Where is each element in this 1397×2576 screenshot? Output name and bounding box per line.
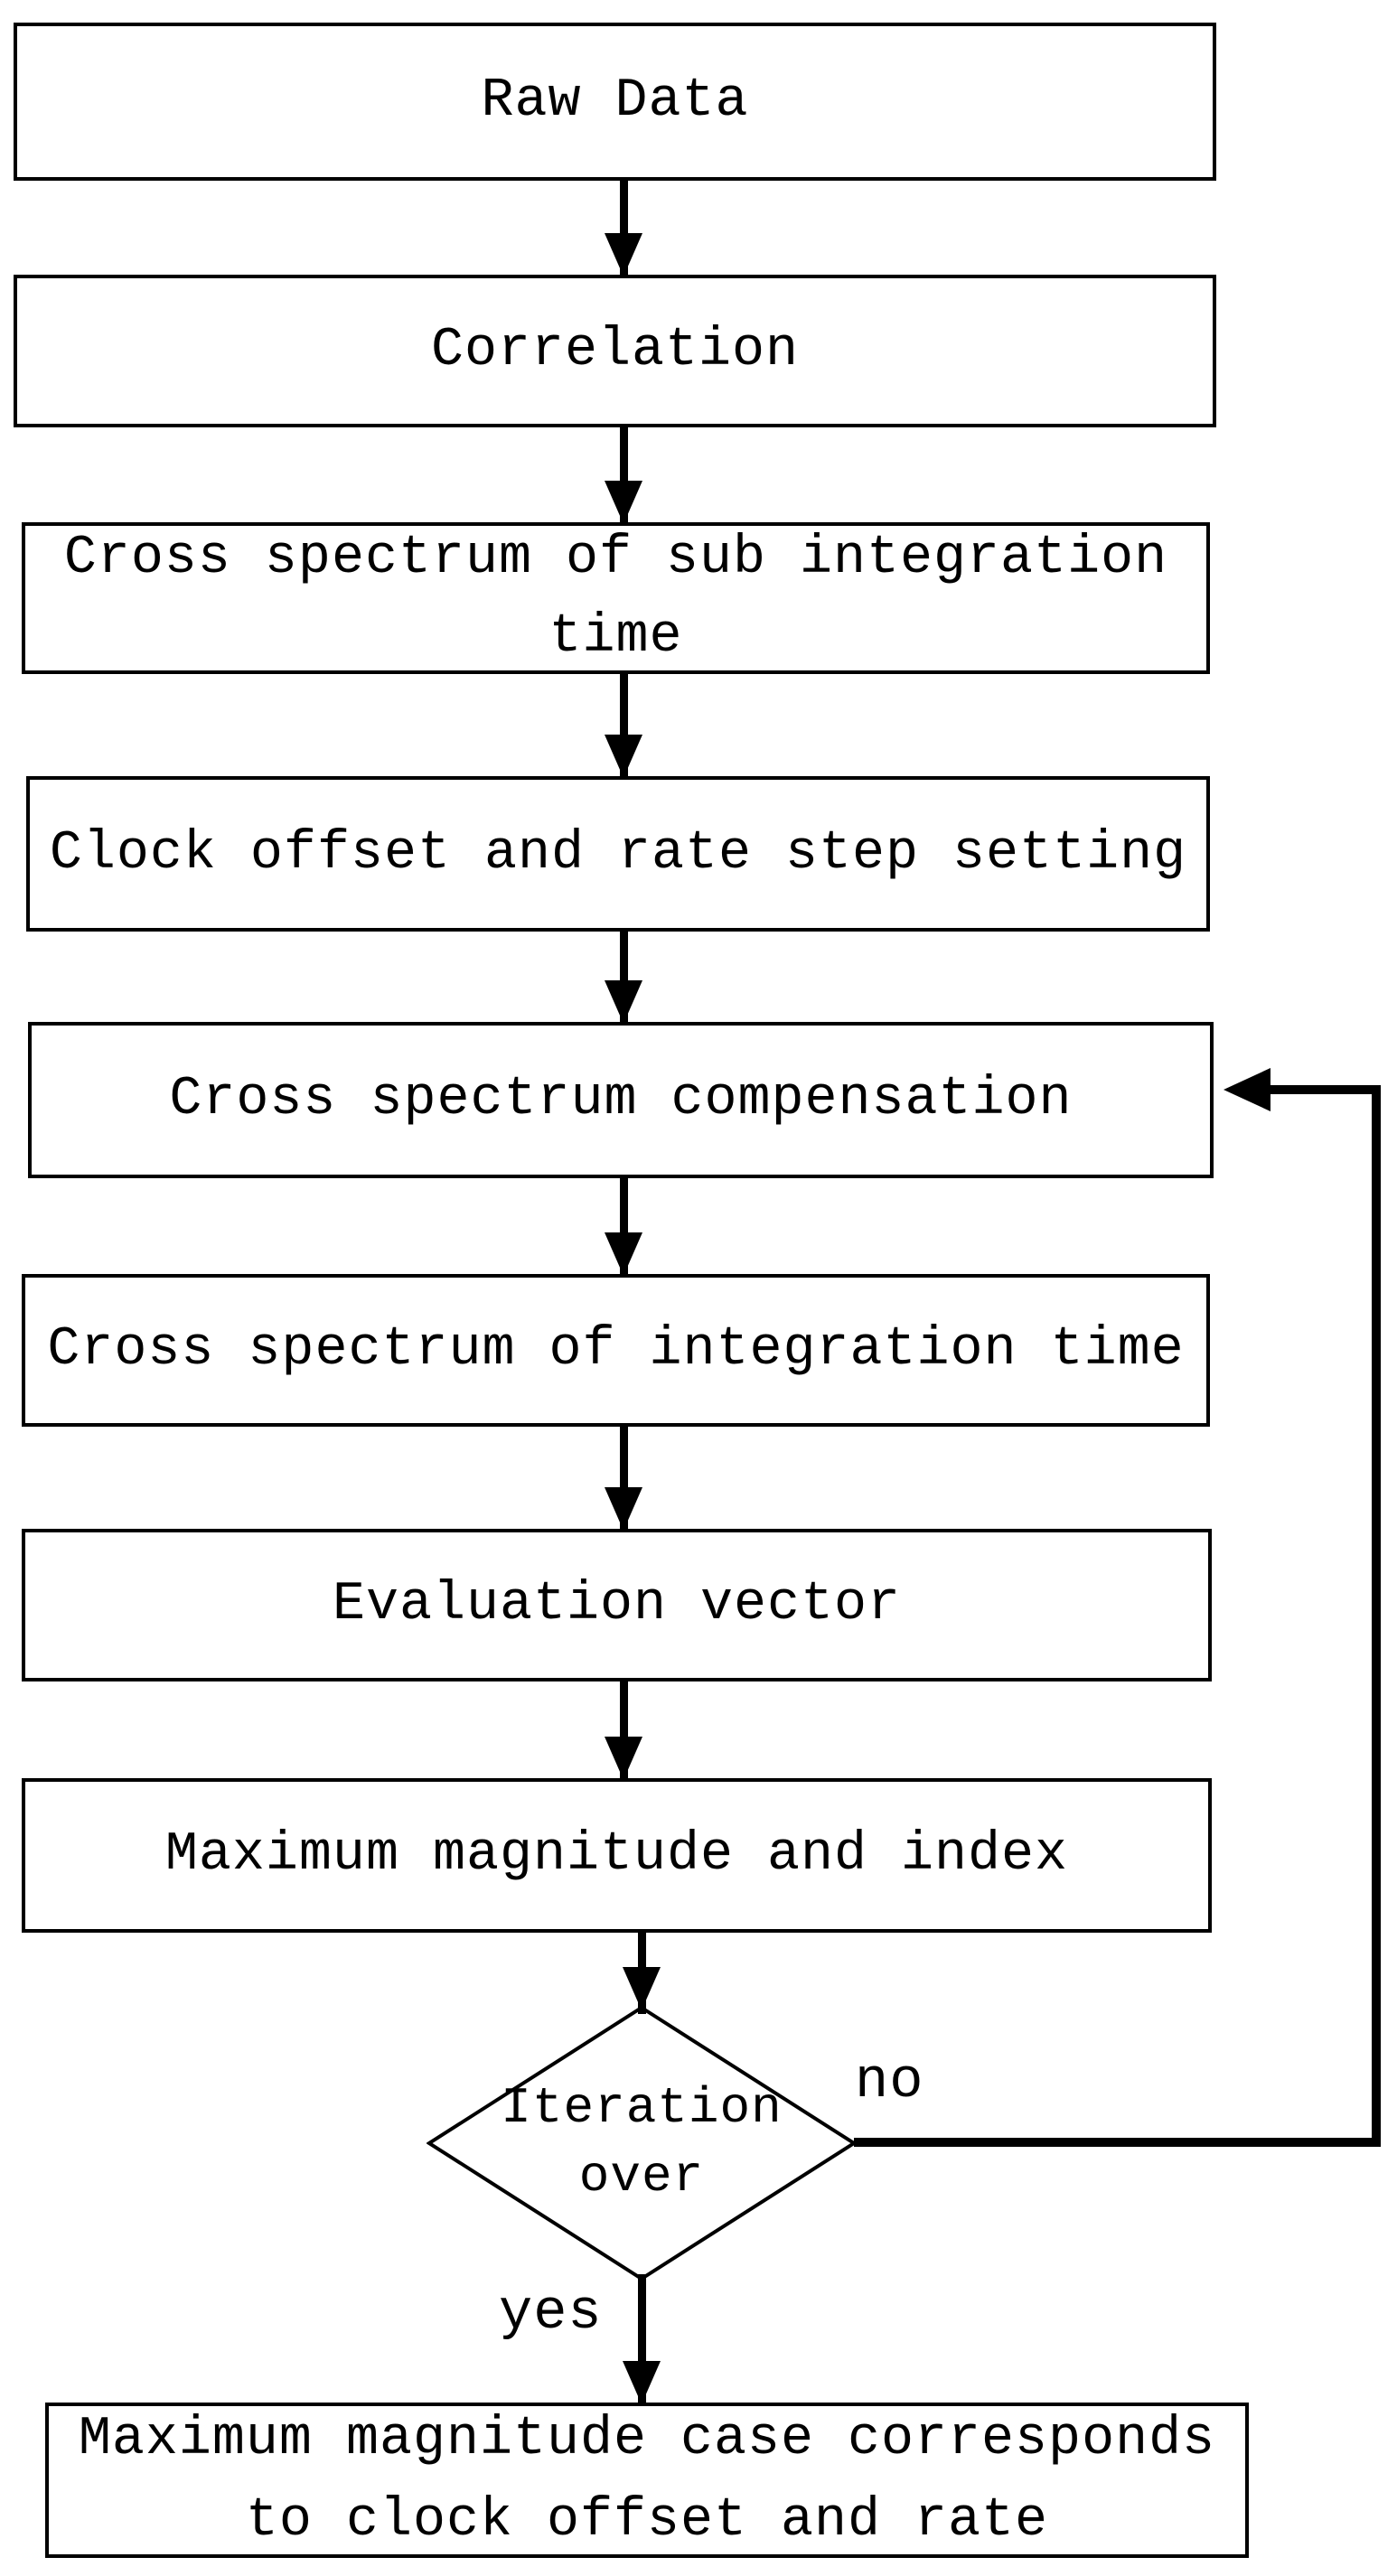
flow-box-maximum-magnitude-case: Maximum magnitude case corresponds to cl… (45, 2403, 1249, 2558)
arrow-evaluation-to-maximum-magnitude (620, 1680, 628, 1782)
loop-line-bottom-horizontal (854, 2138, 1381, 2147)
arrowhead-down-icon (605, 735, 642, 778)
arrow-integration-to-evaluation-vector (620, 1425, 628, 1532)
arrowhead-left-icon (1224, 1068, 1270, 1111)
arrowhead-down-icon (605, 1487, 642, 1531)
loop-line-top-horizontal (1269, 1085, 1381, 1094)
arrowhead-down-icon (605, 481, 642, 524)
edge-label-yes: yes (499, 2281, 603, 2345)
flow-box-correlation: Correlation (14, 275, 1216, 427)
arrowhead-down-icon (605, 233, 642, 276)
arrow-compensation-to-integration (620, 1176, 628, 1278)
arrowhead-down-icon (623, 2361, 661, 2404)
arrow-raw-data-to-correlation (620, 179, 628, 278)
arrowhead-down-icon (605, 1737, 642, 1780)
flow-box-cross-spectrum-integration: Cross spectrum of integration time (22, 1274, 1210, 1427)
flow-decision-iteration-over: Iteration over (426, 2005, 858, 2281)
loop-line-right-vertical (1372, 1085, 1381, 2147)
flow-box-evaluation-vector: Evaluation vector (22, 1529, 1212, 1681)
flow-box-maximum-magnitude-index: Maximum magnitude and index (22, 1778, 1212, 1933)
arrowhead-down-icon (623, 1967, 661, 2010)
flow-box-raw-data: Raw Data (14, 23, 1216, 181)
arrow-clock-offset-to-compensation (620, 930, 628, 1026)
flow-box-cross-spectrum-compensation: Cross spectrum compensation (28, 1022, 1214, 1178)
decision-label: Iteration over (501, 2079, 783, 2206)
flow-box-cross-spectrum-sub-integration: Cross spectrum of sub integration time (22, 522, 1210, 674)
arrow-decision-yes-to-final (638, 2274, 646, 2406)
arrow-correlation-to-cross-spectrum-sub (620, 426, 628, 526)
edge-label-no: no (855, 2049, 924, 2113)
arrowhead-down-icon (605, 1232, 642, 1276)
flow-box-clock-offset-rate-step: Clock offset and rate step setting (26, 776, 1210, 932)
arrowhead-down-icon (605, 980, 642, 1024)
arrow-cross-spectrum-sub-to-clock-offset (620, 672, 628, 780)
